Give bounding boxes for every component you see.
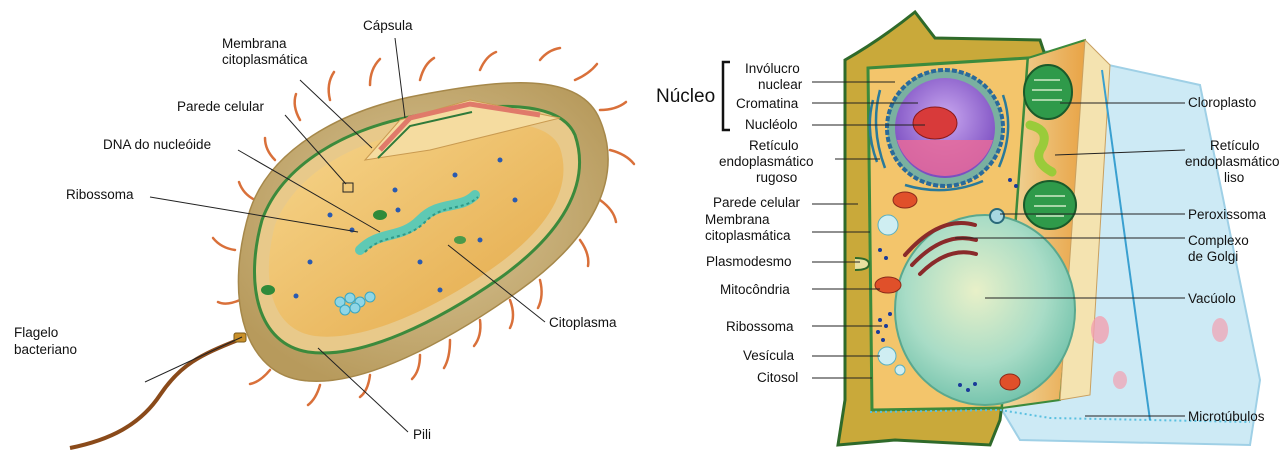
nucleus-bracket [723, 62, 730, 130]
label-flagelo-line1: Flagelo [14, 325, 58, 340]
label-ribossoma-bac: Ribossoma [66, 187, 134, 202]
chloroplast-2 [1024, 181, 1076, 229]
nucleolus [913, 107, 957, 139]
vacuole [895, 215, 1075, 405]
label-rel-line3: liso [1224, 170, 1244, 185]
label-capsula: Cápsula [363, 18, 413, 33]
label-involucro-line2: nuclear [758, 77, 802, 92]
label-rer-line3: rugoso [756, 170, 797, 185]
label-membrana-line2: citoplasmática [222, 52, 308, 67]
chloroplast-1 [1024, 65, 1072, 119]
plant-cell [838, 12, 1260, 445]
label-membrana-line1: Membrana [222, 36, 287, 51]
bacterium [70, 48, 634, 448]
mitochondrion-1 [893, 192, 917, 208]
label-cromatina: Cromatina [736, 96, 798, 111]
vesicle [878, 347, 896, 365]
plasmodesma [855, 258, 869, 270]
label-parede-celular-plant: Parede celular [713, 195, 800, 210]
label-peroxissoma: Peroxissoma [1188, 207, 1266, 222]
label-flagelo-line2: bacteriano [14, 342, 77, 357]
label-involucro-line1: Invólucro [745, 61, 800, 76]
label-vacuolo: Vacúolo [1188, 291, 1236, 306]
label-membrana-plant-line1: Membrana [705, 212, 770, 227]
peroxisome [990, 209, 1004, 223]
label-pili: Pili [413, 427, 431, 442]
label-ribossoma-plant: Ribossoma [726, 319, 794, 334]
label-golgi-line2: de Golgi [1188, 249, 1238, 264]
label-rel-line2: endoplasmático [1185, 154, 1280, 169]
label-rel-line1: Retículo [1210, 138, 1260, 153]
flagellum [70, 340, 238, 448]
label-mitocondria: Mitocôndria [720, 282, 790, 297]
label-microtubulos: Microtúbulos [1188, 409, 1265, 424]
label-nucleo: Núcleo [656, 86, 715, 108]
mitochondrion-2 [875, 277, 901, 293]
label-rer-line2: endoplasmático [719, 154, 814, 169]
label-dna-nucleoide: DNA do nucleóide [103, 137, 211, 152]
label-golgi-line1: Complexo [1188, 233, 1249, 248]
label-citoplasma: Citoplasma [549, 315, 617, 330]
label-cloroplasto: Cloroplasto [1188, 95, 1256, 110]
label-membrana-plant-line2: citoplasmática [705, 228, 791, 243]
label-plasmodesmo: Plasmodesmo [706, 254, 792, 269]
label-rer-line1: Retículo [749, 138, 799, 153]
label-citosol: Citosol [757, 370, 798, 385]
label-vesicula: Vesícula [743, 348, 794, 363]
label-parede-celular: Parede celular [177, 99, 264, 114]
label-nucleolo: Nucléolo [745, 117, 798, 132]
